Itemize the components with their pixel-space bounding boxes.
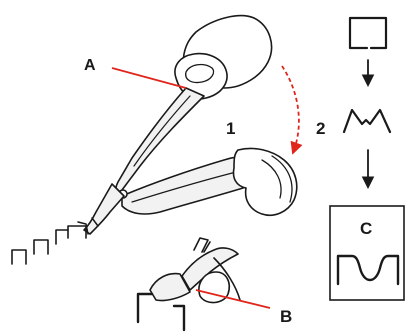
label-b: B [280,307,292,326]
gripped-staple [68,226,86,238]
bottom-detail [138,238,240,330]
staple-closed [350,18,386,48]
fingers [234,148,297,215]
staple-3 [56,230,68,244]
plier-jaws [84,184,124,234]
staple-opening [344,110,390,132]
step-2-number: 2 [316,119,325,138]
label-a: A [84,57,96,74]
detail-finger [199,272,229,303]
staple-shape-sequence: C [330,18,404,300]
hand-with-plier [68,16,297,238]
step-1-number: 1 [226,119,235,138]
staple-1 [12,250,26,264]
staple-2 [34,240,48,254]
curved-dashed-arrow-icon [282,66,299,150]
label-c: C [360,219,372,238]
loose-staples [12,230,68,264]
